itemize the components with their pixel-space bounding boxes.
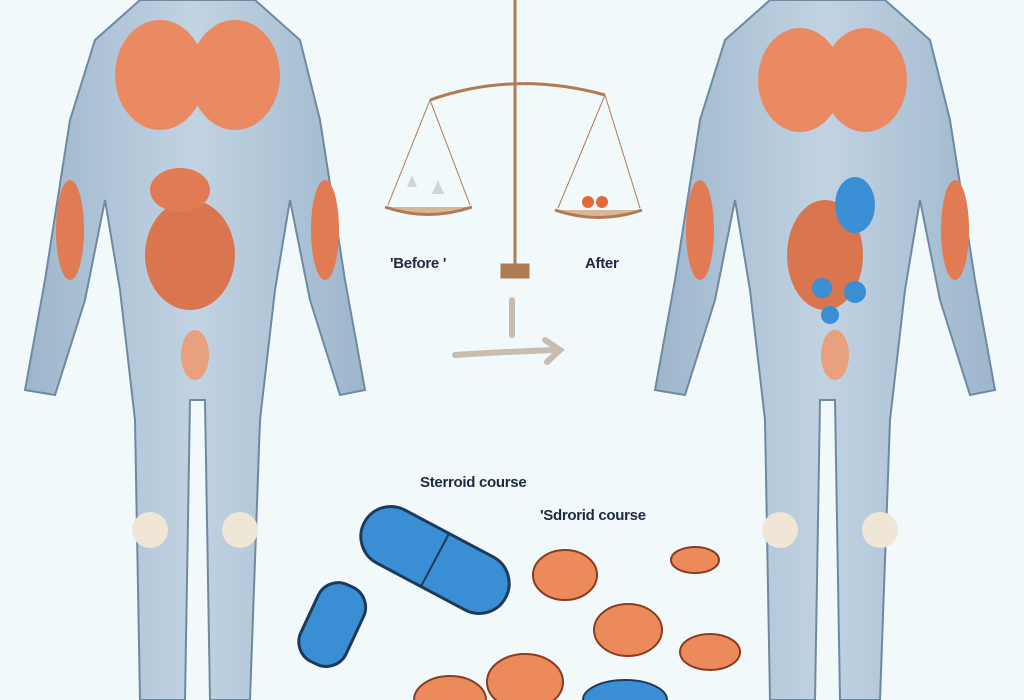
balance-scale-icon bbox=[384, 0, 643, 279]
arrow-icon bbox=[452, 297, 565, 365]
chest-muscle-icon bbox=[115, 20, 205, 130]
intestines-icon bbox=[145, 200, 235, 310]
body-figure-before bbox=[23, 0, 367, 700]
after-label: After bbox=[585, 255, 619, 272]
orange-tablet-icon bbox=[532, 549, 598, 601]
body-figure-after bbox=[653, 0, 997, 700]
steroid-course-label-2: 'Sdrorid course bbox=[540, 507, 646, 524]
blue-capsule-icon bbox=[359, 505, 511, 615]
before-label: 'Before ' bbox=[390, 255, 447, 272]
blue-organ-icon bbox=[835, 177, 875, 233]
steroid-course-label: Sterroid course bbox=[420, 474, 527, 491]
pills bbox=[297, 505, 741, 700]
